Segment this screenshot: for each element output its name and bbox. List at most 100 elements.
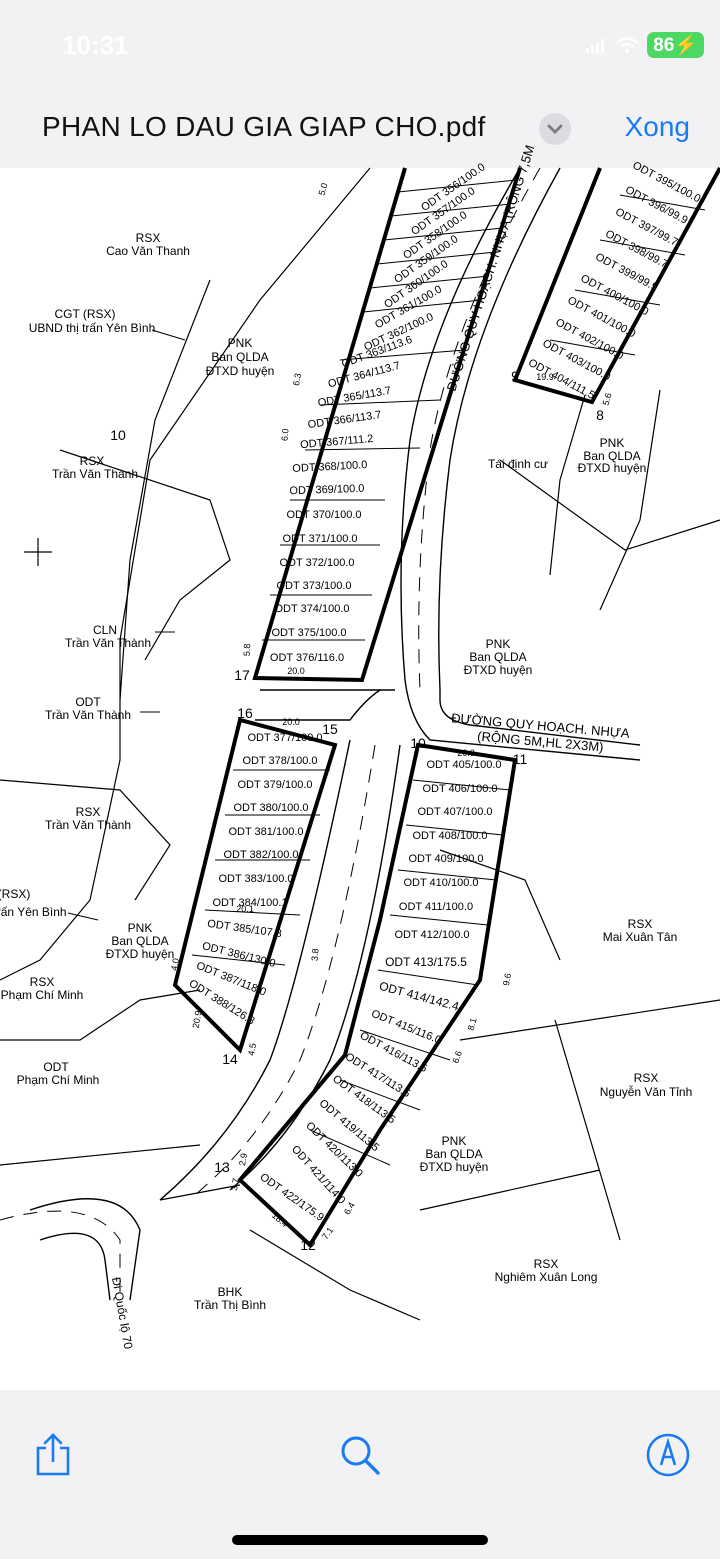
lot-label: ODT 381/100.0 <box>228 826 303 838</box>
lot-label: ODT 412/100.0 <box>394 929 469 941</box>
lot-label: ODT 373/100.0 <box>276 580 351 592</box>
lot-label: ODT 385/107.8 <box>206 918 282 940</box>
lot-label: ODT 376/116.0 <box>270 652 344 664</box>
dimension-labels: 20.0 20.0 20.0 19.9 20.1 9.6 8.1 6.6 6.4… <box>169 182 614 1241</box>
battery-level: 86 <box>653 35 675 56</box>
dimension-label: 6.3 <box>291 372 303 386</box>
dimension-label: 6.6 <box>450 1049 464 1064</box>
parcel-boundaries <box>0 167 720 1321</box>
dimension-label: 20.0 <box>282 717 300 727</box>
map-label: PNK <box>486 637 511 651</box>
wifi-icon <box>616 37 639 54</box>
lot-label: ODT 406/100.0 <box>422 783 497 795</box>
point-label: 17 <box>234 667 250 683</box>
nav-bar: PHAN LO DAU GIA GIAP CHO.pdf Xong <box>0 95 720 165</box>
dimension-label: 20.0 <box>287 666 305 676</box>
map-label: RSX <box>628 917 653 931</box>
dimension-label: 4.0 <box>169 957 181 971</box>
map-label: Phạm Chí Minh <box>1 988 84 1002</box>
status-bar: 10:31 86⚡ <box>0 0 720 90</box>
point-label: 8 <box>596 407 604 423</box>
dimension-label: 2.9 <box>237 1152 249 1166</box>
dimension-label: 20.9 <box>191 1010 204 1029</box>
lot-label: ODT 383/100.0 <box>218 873 293 885</box>
lot-label: ODT 379/100.0 <box>237 779 312 791</box>
lot-dividers <box>191 179 706 1166</box>
lot-label: ODT 384/100.1 <box>212 897 287 909</box>
map-label: CGT (RSX) <box>54 307 115 321</box>
lot-labels-block-c: ODT 377/100.0 ODT 378/100.0 ODT 379/100.… <box>187 732 323 1027</box>
point-label: 13 <box>214 1159 230 1175</box>
lot-label: ODT 411/100.0 <box>399 901 473 913</box>
home-indicator[interactable] <box>232 1535 488 1545</box>
dimension-label: 19.9 <box>536 372 554 382</box>
lot-label: ODT 365/113.7 <box>317 385 392 410</box>
share-button[interactable] <box>28 1430 78 1480</box>
status-icons: 86⚡ <box>585 32 704 58</box>
lot-label: ODT 367/111.2 <box>300 433 374 451</box>
markup-icon <box>646 1433 690 1477</box>
map-label: BHK <box>218 1285 243 1299</box>
map-label: ĐTXD huyện <box>578 461 647 475</box>
lot-label: ODT 364/113.7 <box>327 360 402 391</box>
pointer-arrows <box>67 329 186 921</box>
point-label: 10 <box>410 735 426 751</box>
map-label: Nguyễn Văn Tỉnh <box>600 1084 693 1099</box>
lot-label: ODT 413/175.5 <box>385 955 467 969</box>
pdf-page[interactable]: RSX Cao Văn Thanh CGT (RSX) UBND thị trấ… <box>0 143 720 1390</box>
lot-label: ODT 372/100.0 <box>279 557 354 569</box>
point-label: 10 <box>110 427 126 443</box>
lot-label: ODT 408/100.0 <box>412 830 487 842</box>
lot-label: ODT 378/100.0 <box>242 755 317 767</box>
dimension-label: 6.4 <box>342 1201 357 1217</box>
dimension-label: 5.8 <box>242 643 252 656</box>
map-label: Trần Thị Bình <box>194 1298 266 1312</box>
point-label: 15 <box>322 721 338 737</box>
map-label: Ban QLDA <box>111 934 168 948</box>
map-label: Trần Văn Thành <box>52 467 138 481</box>
lot-label: ODT 409/100.0 <box>408 853 483 865</box>
point-label: 16 <box>237 705 253 721</box>
dimension-label: 5.6 <box>601 392 614 407</box>
title-menu-button[interactable] <box>539 113 571 145</box>
dimension-label: 6.0 <box>279 428 290 441</box>
dimension-label: 4.5 <box>246 1042 258 1056</box>
map-label: RSX <box>534 1257 559 1271</box>
map-label: ĐTXD huyện <box>420 1160 489 1174</box>
lot-label: ODT 371/100.0 <box>282 533 357 545</box>
point-label: 14 <box>222 1051 238 1067</box>
lot-label: ODT 407/100.0 <box>417 806 492 818</box>
status-time: 10:31 <box>62 30 129 60</box>
map-label: Phạm Chí Minh <box>17 1073 100 1087</box>
map-label: PNK <box>442 1134 467 1148</box>
dimension-label: 20.0 <box>457 748 475 758</box>
map-label: PNK <box>600 436 625 450</box>
dimension-label: 3.8 <box>309 948 320 961</box>
map-label: Trần Văn Thành <box>45 818 131 832</box>
map-label: ĐTXD huyện <box>106 947 175 961</box>
map-label: Ban QLDA <box>211 350 268 364</box>
map-label: RSX <box>136 231 161 245</box>
map-label: Ban QLDA <box>583 449 640 463</box>
map-label: ODT <box>75 695 101 709</box>
lot-label: ODT 382/100.0 <box>223 849 298 861</box>
search-button[interactable] <box>335 1430 385 1480</box>
document-title[interactable]: PHAN LO DAU GIA GIAP CHO.pdf <box>42 111 486 142</box>
markup-button[interactable] <box>643 1430 693 1480</box>
chevron-down-icon <box>547 124 563 134</box>
lot-label: ODT 368/100.0 <box>292 459 368 475</box>
lot-labels-block-b: ODT 395/100.0 ODT 396/99.9 ODT 397/99.7 … <box>526 159 702 401</box>
battery-indicator: 86⚡ <box>647 32 704 58</box>
point-label: 9 <box>511 368 519 384</box>
search-icon <box>341 1436 380 1475</box>
lot-label: ODT 377/100.0 <box>247 732 322 744</box>
lot-label: ODT 380/100.0 <box>233 802 308 814</box>
charging-icon: ⚡ <box>674 35 698 56</box>
map-label: RSX <box>30 975 55 989</box>
lot-label: ODT 410/100.0 <box>403 877 478 889</box>
done-button[interactable]: Xong <box>624 111 690 142</box>
map-label: RSX <box>634 1071 659 1085</box>
lot-label: ODT 405/100.0 <box>426 759 501 771</box>
crosshair-icon <box>24 538 52 566</box>
lot-label: ODT 375/100.0 <box>271 627 346 639</box>
